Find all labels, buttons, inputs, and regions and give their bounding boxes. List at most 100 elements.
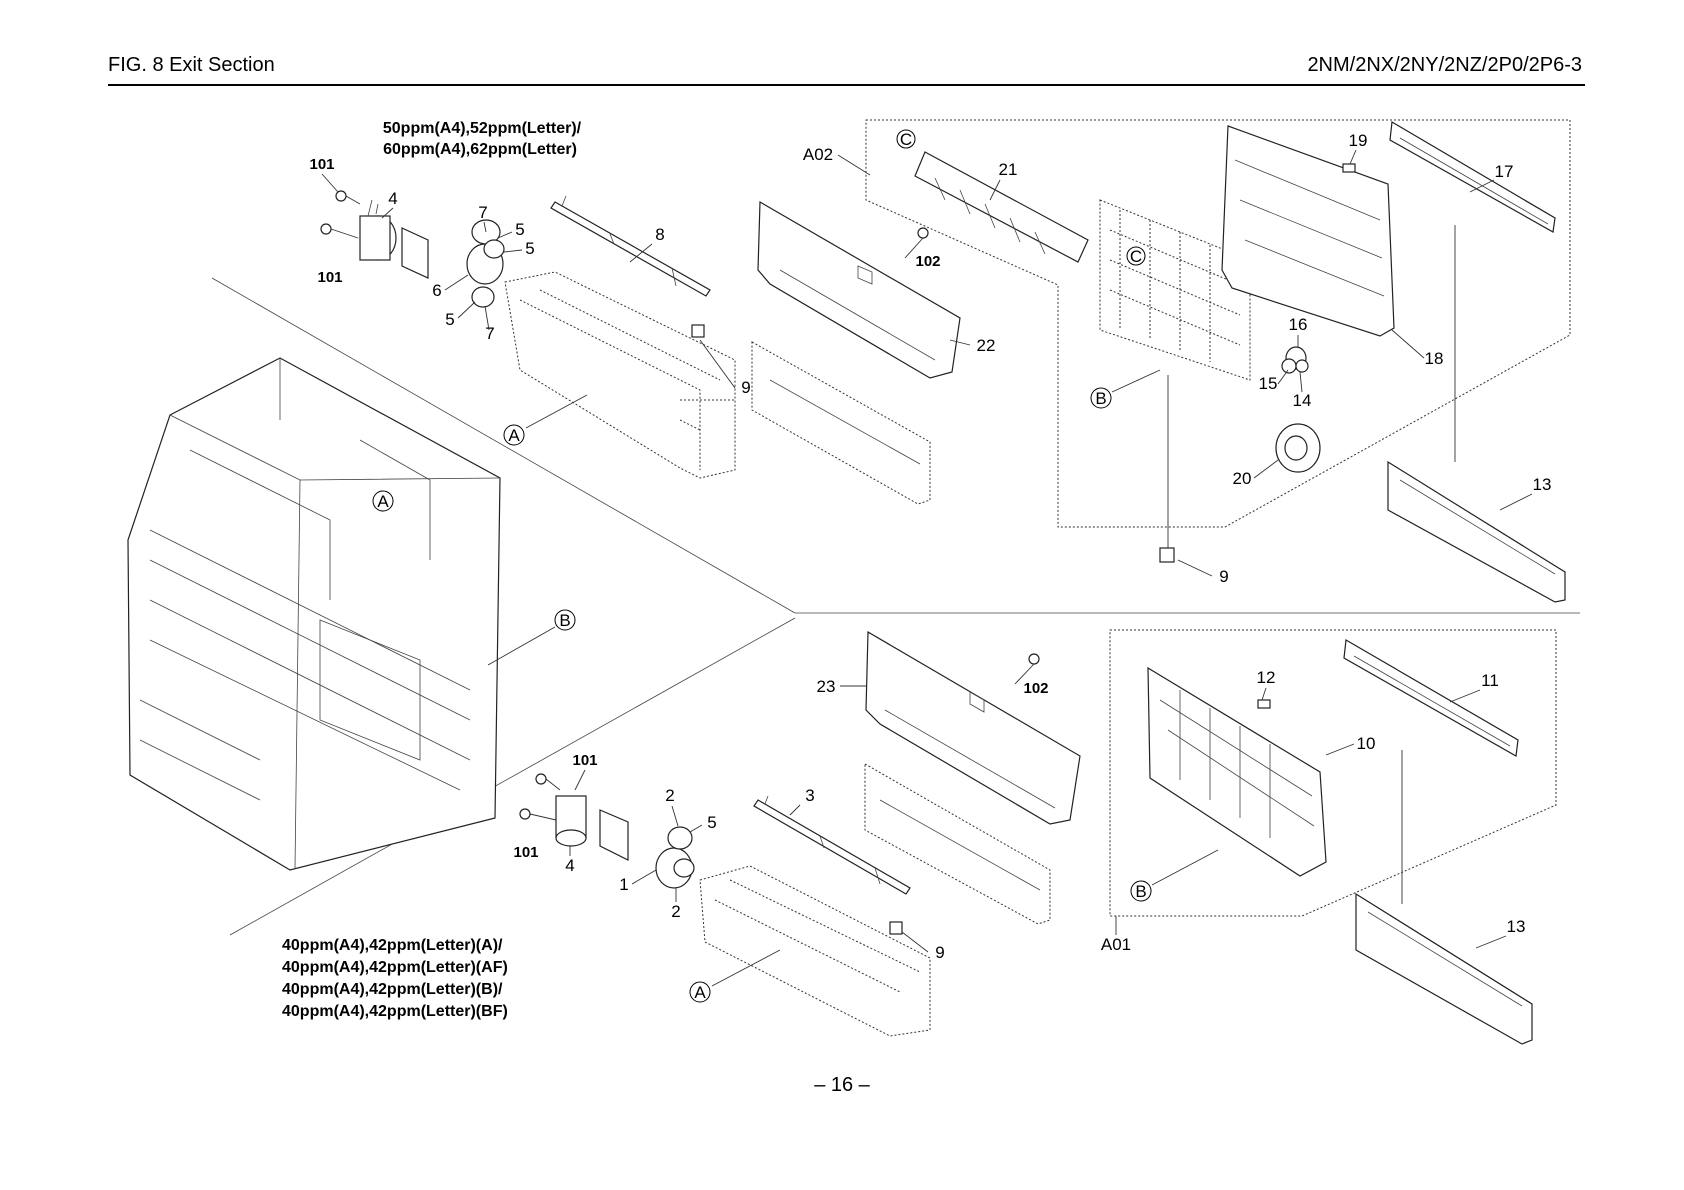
callout-a-upper-unit: A [503,394,588,446]
label-10: 10 [1357,734,1376,753]
upper-exit-cover [757,200,961,379]
label-a02: A02 [803,145,833,164]
label-101-lower-b: 101 [513,844,538,861]
label-5-upper-c: 5 [445,310,454,329]
upper-exit-housing [1221,125,1395,337]
label-22: 22 [977,336,996,355]
svg-text:A: A [694,983,706,1002]
lower-rear-cover [1343,639,1519,757]
label-4-upper: 4 [388,189,397,208]
label-a01: A01 [1101,935,1131,954]
caption-upper-line1: 50ppm(A4),52ppm(Letter)/ [383,120,582,137]
upper-exit-frame [1099,199,1251,381]
label-7-upper-b: 7 [485,324,494,343]
label-1: 1 [619,875,628,894]
svg-text:C: C [900,130,912,149]
model-codes: 2NM/2NX/2NY/2NZ/2P0/2P6-3 [1307,54,1582,76]
upper-exit-unit [504,271,736,479]
callout-c-a02: C [896,129,916,149]
callout-a-main-frame: A [372,490,394,512]
label-13-lower: 13 [1507,917,1526,936]
upper-cover-screw [904,227,929,259]
caption-lower-line2: 40ppm(A4),42ppm(Letter)(AF) [282,959,508,976]
svg-text:B: B [1095,389,1106,408]
assembly-a01-boundary [1109,629,1557,917]
callout-a-lower-unit: A [689,949,781,1003]
upper-side-panel [1387,225,1566,603]
lower-cover-screw [1014,653,1040,685]
label-leader-lines [321,149,1533,953]
page-number: – 16 – [814,1074,870,1096]
callout-b-a02: B [1090,369,1161,409]
label-21: 21 [999,160,1018,179]
label-17: 17 [1495,162,1514,181]
lower-exit-cover [865,630,1081,825]
label-102-lower: 102 [1023,680,1048,697]
label-14: 14 [1293,391,1312,410]
lower-side-panel [1355,750,1533,1045]
upper-gear-assembly [466,219,505,308]
label-8-upper: 8 [655,225,664,244]
lower-screws [519,773,561,821]
lower-motor [555,795,629,861]
label-9-upper-right: 9 [1219,567,1228,586]
caption-upper-line2: 60ppm(A4),62ppm(Letter) [383,141,577,158]
label-16: 16 [1289,315,1308,334]
lower-cover-base [864,763,1051,925]
upper-exit-guide [550,195,711,297]
label-101-upper-a: 101 [309,156,334,173]
assembly-a02-boundary [865,119,1571,528]
label-7-upper-a: 7 [478,203,487,222]
header-rule [108,84,1585,86]
part-labels: 101 101 4 7 5 5 6 5 7 8 9 A02 21 102 22 … [309,131,1551,962]
upper-cover-base [751,341,931,505]
lower-sensor [889,921,903,935]
svg-text:B: B [559,611,570,630]
label-5-lower: 5 [707,813,716,832]
lower-exit-guide-frame [1147,666,1327,877]
svg-text:C: C [1130,247,1142,266]
label-6-upper: 6 [432,281,441,300]
upper-rear-cover [1389,121,1556,233]
upper-sensor [691,324,705,338]
upper-screws [320,190,361,239]
upper-ring-part [1275,423,1321,473]
label-9-upper: 9 [741,378,750,397]
callout-b-main-frame: B [487,609,576,666]
label-101-upper-b: 101 [317,269,342,286]
svg-text:A: A [377,492,389,511]
label-12: 12 [1257,668,1276,687]
upper-motor [359,199,429,279]
upper-lower-sensor [1159,375,1175,563]
label-3: 3 [805,786,814,805]
label-2-lower-b: 2 [671,902,680,921]
caption-lower-line3: 40ppm(A4),42ppm(Letter)(B)/ [282,981,503,998]
label-4-lower: 4 [565,856,574,875]
label-15: 15 [1259,374,1278,393]
label-19: 19 [1349,131,1368,150]
upper-small-gears [1281,346,1309,374]
label-11: 11 [1481,671,1499,690]
lower-exit-guide [753,795,911,895]
label-20: 20 [1233,469,1252,488]
svg-text:B: B [1135,882,1146,901]
callout-b-a01: B [1130,849,1219,902]
caption-lower-line4: 40ppm(A4),42ppm(Letter)(BF) [282,1003,508,1020]
caption-lower-line1: 40ppm(A4),42ppm(Letter)(A)/ [282,937,503,954]
callout-c-frame: C [1126,246,1146,266]
label-18: 18 [1425,349,1444,368]
svg-text:A: A [508,426,520,445]
label-5-upper-a: 5 [515,220,524,239]
label-102-upper: 102 [915,253,940,270]
label-9-lower: 9 [935,943,944,962]
label-2-lower-a: 2 [665,786,674,805]
label-13-upper: 13 [1533,475,1552,494]
label-101-lower-a: 101 [572,752,597,769]
label-23: 23 [817,677,836,696]
lower-exit-unit [699,865,931,1037]
section-divider-lines [211,277,1580,936]
lower-gear-assembly [655,826,695,889]
figure-title: FIG. 8 Exit Section [108,54,275,76]
main-frame [127,357,501,871]
